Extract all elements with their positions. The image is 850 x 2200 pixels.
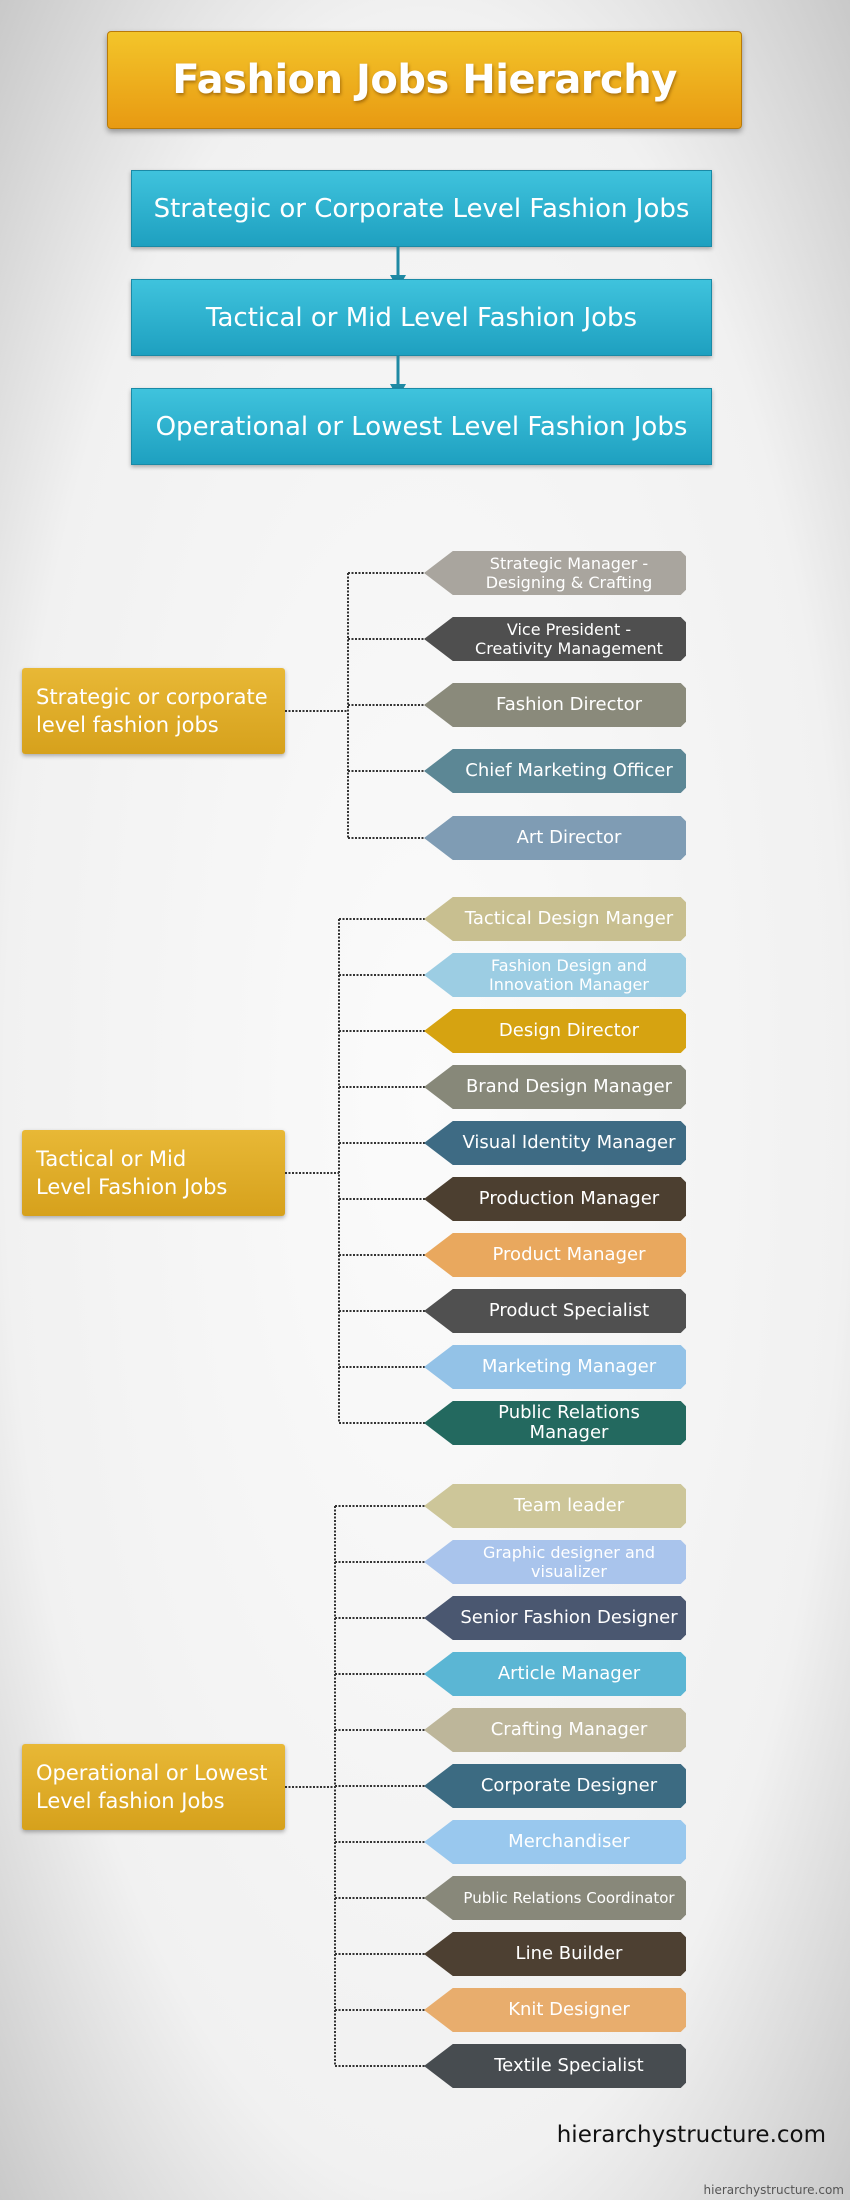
job-product-manager: Product Manager (424, 1233, 686, 1277)
job-line-builder: Line Builder (424, 1932, 686, 1976)
job-graphic-designer-visualizer: Graphic designer and visualizer (424, 1540, 686, 1584)
job-knit-designer: Knit Designer (424, 1988, 686, 2032)
job-tactical-design-manger: Tactical Design Manger (424, 897, 686, 941)
category-strategic: Strategic or corporate level fashion job… (22, 668, 285, 754)
job-public-relations-coordinator: Public Relations Coordinator (424, 1876, 686, 1920)
job-product-specialist: Product Specialist (424, 1289, 686, 1333)
job-public-relations-manager: Public Relations Manager (424, 1401, 686, 1445)
job-crafting-manager: Crafting Manager (424, 1708, 686, 1752)
level-box-tactical: Tactical or Mid Level Fashion Jobs (131, 279, 712, 356)
category-operational: Operational or Lowest Level fashion Jobs (22, 1744, 285, 1830)
category-tactical: Tactical or Mid Level Fashion Jobs (22, 1130, 285, 1216)
title-banner: Fashion Jobs Hierarchy (107, 31, 742, 129)
job-vice-president: Vice President - Creativity Management (424, 617, 686, 661)
job-brand-design-manager: Brand Design Manager (424, 1065, 686, 1109)
site-watermark-small: hierarchystructure.com (703, 2183, 844, 2197)
job-team-leader: Team leader (424, 1484, 686, 1528)
job-textile-specialist: Textile Specialist (424, 2044, 686, 2088)
job-senior-fashion-designer: Senior Fashion Designer (424, 1596, 686, 1640)
job-visual-identity-manager: Visual Identity Manager (424, 1121, 686, 1165)
diagram-title: Fashion Jobs Hierarchy (172, 57, 677, 103)
job-corporate-designer: Corporate Designer (424, 1764, 686, 1808)
job-marketing-manager: Marketing Manager (424, 1345, 686, 1389)
job-art-director: Art Director (424, 816, 686, 860)
job-design-director: Design Director (424, 1009, 686, 1053)
job-strategic-manager: Strategic Manager - Designing & Crafting (424, 551, 686, 595)
job-fashion-design-innovation-manager: Fashion Design and Innovation Manager (424, 953, 686, 997)
job-article-manager: Article Manager (424, 1652, 686, 1696)
job-production-manager: Production Manager (424, 1177, 686, 1221)
job-chief-marketing-officer: Chief Marketing Officer (424, 749, 686, 793)
job-fashion-director: Fashion Director (424, 683, 686, 727)
job-merchandiser: Merchandiser (424, 1820, 686, 1864)
site-watermark: hierarchystructure.com (556, 2122, 826, 2148)
level-box-strategic: Strategic or Corporate Level Fashion Job… (131, 170, 712, 247)
level-box-operational: Operational or Lowest Level Fashion Jobs (131, 388, 712, 465)
